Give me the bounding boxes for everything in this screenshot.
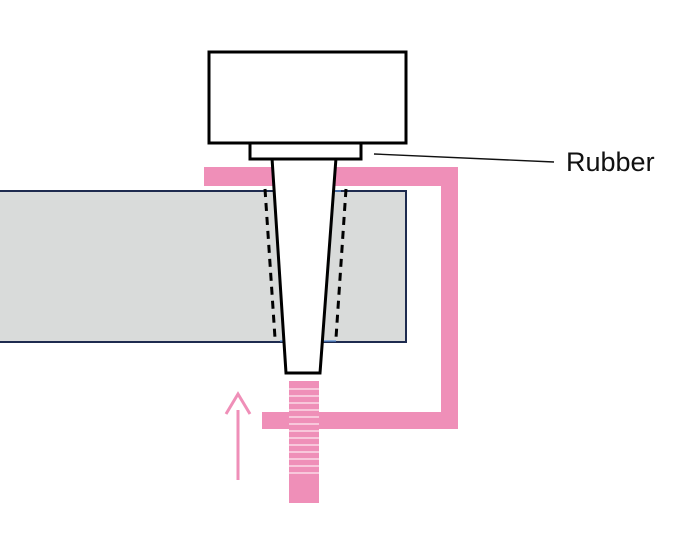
rubber-label: Rubber <box>566 147 655 177</box>
rubber-leader-line <box>373 153 555 163</box>
head-block <box>207 50 408 145</box>
screw-body <box>289 381 319 503</box>
rubber-expansion-right <box>334 188 348 339</box>
rubber-expansion-left <box>263 188 277 339</box>
up-arrow-icon <box>224 391 252 480</box>
clamp-screw <box>289 381 319 503</box>
workpiece-block <box>0 190 407 343</box>
collar-flange <box>248 141 363 161</box>
clamp-right-spine <box>441 167 458 429</box>
